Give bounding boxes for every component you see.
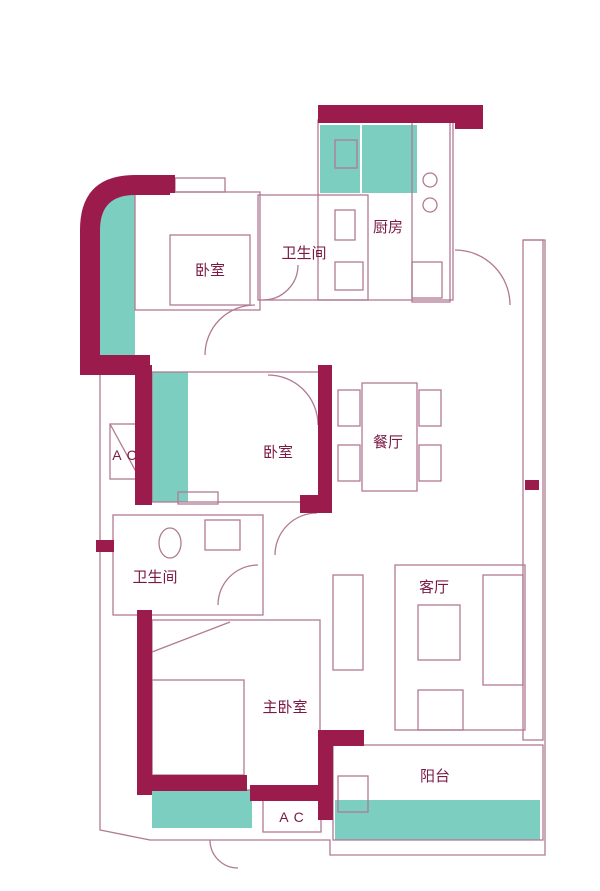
bed-upper [169,234,251,306]
door-swing-7 [209,839,239,869]
wall-lower-left-vertical [137,610,152,795]
fridge [411,261,443,299]
room-labels: 卧室 卫生间 厨房 卧室 餐厅 卫生间 客厅 主卧室 阳台 A C A C [112,218,450,825]
toilet-lower [158,527,182,559]
label-bathroom-lower: 卫生间 [132,568,177,586]
wall-mid-bottom-right [300,495,330,513]
kitchen-teal-right [362,125,417,193]
label-ac-left: A C [112,447,138,463]
chair-l1 [337,389,361,427]
balcony-teal [335,800,540,840]
door-swing-2 [267,374,319,426]
kitchen-teal-left [320,125,360,193]
wall-kitchen-top-right [455,105,483,129]
label-bedroom-upper: 卧室 [195,261,225,279]
upper-window-frame [174,177,226,193]
door-swing-6 [217,564,259,606]
chair-r1 [418,389,442,427]
bedroom-upper-outline [134,191,261,311]
wall-bay-corner [80,175,170,360]
basin-upper [334,261,364,291]
tv-stand [332,574,364,671]
walls [80,105,539,820]
mid-window-frame [177,491,219,505]
teal-areas [95,125,540,840]
bedroom-middle-bay-teal [152,372,188,502]
armchair [417,689,464,731]
door-swing-3 [262,264,299,301]
wall-mid-left-vertical [135,365,152,505]
label-master-bedroom: 主卧室 [262,698,307,716]
cooktop-burner-1 [422,172,438,188]
coffee-table [417,604,461,661]
wall-master-bottom [137,775,247,791]
label-dining: 餐厅 [373,433,403,451]
wall-small-left [96,540,114,552]
label-ac-bottom: A C [279,809,305,825]
label-bathroom-upper: 卫生间 [281,244,326,262]
wall-left-upper-return [80,355,150,375]
bathroom-upper-outline [257,194,369,301]
chair-r2 [418,444,442,482]
washer [337,775,369,813]
door-swing-4 [454,249,511,306]
chair-l2 [337,444,361,482]
cooktop-burner-2 [422,197,438,213]
bathroom-lower-outline [112,514,264,616]
label-living: 客厅 [419,578,449,596]
label-kitchen: 厨房 [373,218,403,236]
kitchen-sink [334,139,358,169]
bedroom-upper-bay-teal [95,192,135,362]
wall-mid-right [318,365,332,513]
toilet-upper-tank [334,209,356,241]
door-swing-1 [204,304,256,356]
label-balcony: 阳台 [420,767,450,785]
basin-lower [204,519,241,551]
wardrobe-diag [151,621,231,653]
master-bed [151,679,245,776]
label-bedroom-middle: 卧室 [263,443,293,461]
dining-table [361,382,418,492]
wall-balcony-left-vertical [318,730,333,820]
outer-frame [99,239,546,856]
wall-ac-right [250,785,332,801]
door-swing-5 [274,512,318,556]
wall-upper-top [135,175,175,193]
sofa [482,574,524,686]
wall-right-stub [525,480,539,490]
wall-balcony-top [318,730,364,746]
wall-kitchen-top-left [318,105,460,123]
master-bay-teal [152,790,252,828]
